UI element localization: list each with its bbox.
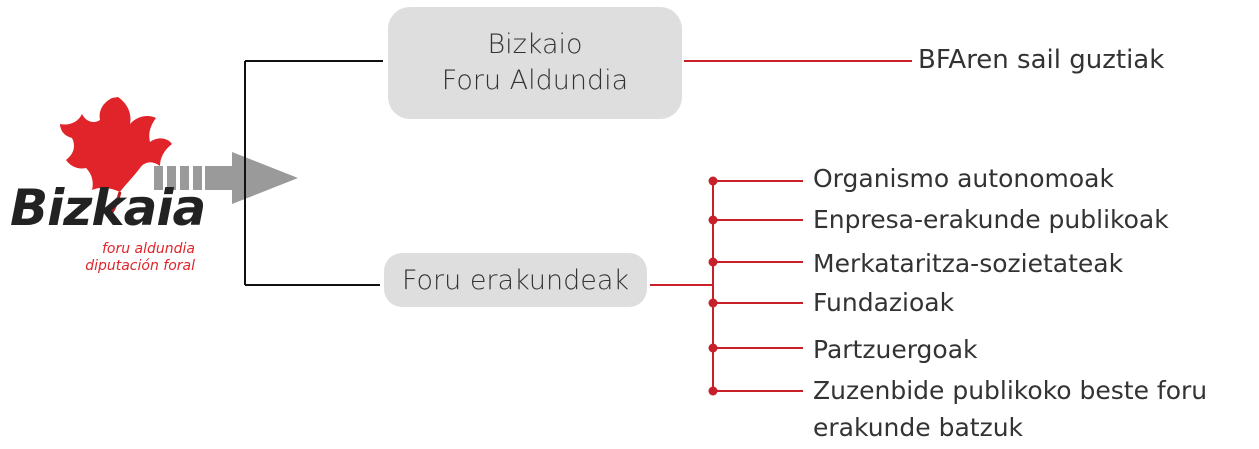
leaf-partzuergoak: Partzuergoak	[813, 335, 978, 364]
logo-subtitle-spanish: diputación foral	[85, 258, 195, 274]
node-bizkaiko-foru-aldundia: Bizkaio Foru Aldundia	[388, 7, 682, 119]
arrow-icon	[154, 152, 298, 204]
logo-wordmark: Bizkaia	[10, 179, 206, 237]
node-foru-erakundeak: Foru erakundeak	[384, 253, 647, 307]
leaf-merkataritza-sozietateak: Merkataritza-sozietateak	[813, 249, 1124, 278]
logo-subtitle-basque: foru aldundia	[101, 241, 195, 257]
leaf-fundazioak: Fundazioak	[813, 288, 955, 317]
node-gov-line1: Bizkaio	[487, 29, 583, 60]
oak-leaf-icon	[60, 97, 172, 213]
node-gov-line2: Foru Aldundia	[441, 65, 629, 96]
tree-dots	[708, 176, 718, 396]
org-tree-connector	[650, 180, 803, 392]
main-bracket	[244, 60, 383, 286]
node-org-label: Foru erakundeak	[401, 264, 630, 296]
leaf-zuzenbide-publikoko-line1: Zuzenbide publikoko beste foru	[813, 376, 1208, 405]
leaf-bfa-departments: BFAren sail guztiak	[918, 45, 1165, 75]
leaf-organismo-autonomoak: Organismo autonomoak	[813, 164, 1114, 193]
leaf-zuzenbide-publikoko-line2: erakunde batzuk	[813, 413, 1024, 442]
leaf-enpresa-erakunde-publikoak: Enpresa-erakunde publikoak	[813, 205, 1169, 234]
